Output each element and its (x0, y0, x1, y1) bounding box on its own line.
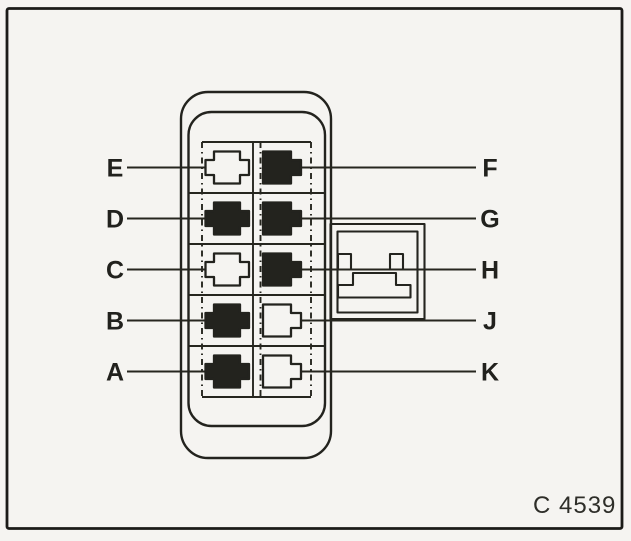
side-connector (329, 222, 426, 321)
figure-code: C 4539 (533, 492, 616, 519)
side-connector-contact (336, 252, 353, 271)
pin-E-terminal (204, 150, 251, 185)
pin-A-label: A (106, 359, 124, 387)
pin-C-label: C (106, 257, 124, 285)
side-connector-outer (329, 222, 426, 321)
pin-J-label: J (483, 308, 497, 336)
pin-H-terminal (261, 252, 303, 287)
pin-E-label: E (107, 155, 124, 183)
pin-G-terminal (261, 201, 303, 236)
pin-A-terminal (204, 354, 251, 389)
pin-H-label: H (481, 257, 499, 285)
pins-layer: E F D G C H B J A K (106, 150, 500, 389)
housing-outer (179, 90, 333, 460)
pin-J-terminal (261, 303, 303, 338)
pin-F-terminal (261, 150, 303, 185)
side-connector-contact (388, 252, 405, 271)
pin-D-label: D (106, 206, 124, 234)
pin-B-terminal (204, 303, 251, 338)
side-connector-channel (336, 271, 412, 299)
pin-B-label: B (106, 308, 124, 336)
pin-C-terminal (204, 252, 251, 287)
pin-K-terminal (261, 354, 303, 389)
pin-G-label: G (480, 206, 499, 234)
pin-D-terminal (204, 201, 251, 236)
pin-F-label: F (482, 155, 497, 183)
figure-border (5, 7, 624, 530)
side-connector-inner (336, 230, 419, 314)
pin-K-label: K (481, 359, 499, 387)
